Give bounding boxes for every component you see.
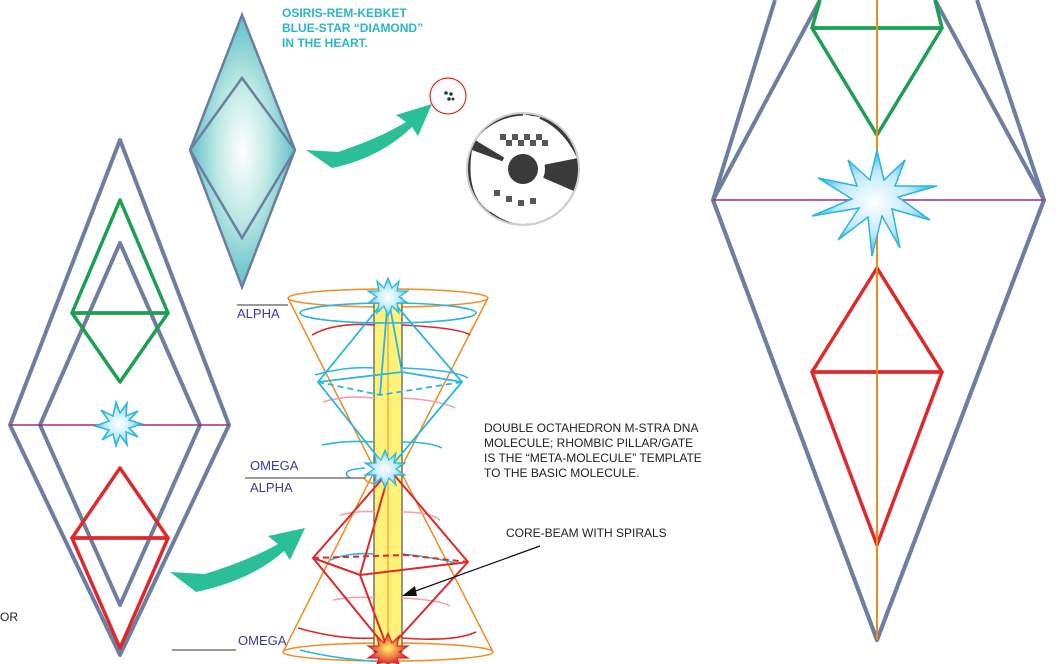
center-pillar [283,278,493,664]
heart-diamond [190,15,295,287]
omega-bottom-label: OMEGA [238,633,287,648]
heart-title-line-1: OSIRIS-REM-KEBKET [282,6,407,20]
core-beam-pointer-arrowhead-icon [402,586,417,596]
description-line-4: TO THE BASIC MOLECULE. [484,466,640,480]
description-text: DOUBLE OCTAHEDRON M-STRA DNA MOLECULE; R… [484,421,705,480]
bottom-arrow-icon [170,528,305,592]
left-center-star-icon [95,402,142,446]
core-beam-pointer [410,546,540,593]
description-line-3: IS THE “META-MOLECULE” TEMPLATE [484,451,702,465]
heart-title: OSIRIS-REM-KEBKET BLUE-STAR “DIAMOND” IN… [282,6,426,50]
cut-left-text: OR [0,610,18,624]
omega-mid-label: OMEGA [250,458,299,473]
alpha-top-label: ALPHA [237,306,280,321]
right-octahedron [713,0,1044,640]
left-red-triangle-down [72,538,168,648]
core-beam-label: CORE-BEAM WITH SPIRALS [506,526,667,540]
description-line-2: MOLECULE; RHOMBIC PILLAR/GATE [484,436,693,450]
heart-title-line-2: BLUE-STAR “DIAMOND” [282,21,423,35]
diamond-outer [190,15,295,287]
alpha-mid-label: ALPHA [250,480,293,495]
right-center-star-icon [812,150,937,256]
small-circle-icon [430,78,466,114]
heart-title-line-3: IN THE HEART. [282,36,368,50]
left-green-triangle-up [72,200,168,313]
top-arrow-icon [306,104,432,168]
swirl-disc-icon [467,113,581,225]
description-line-1: DOUBLE OCTAHEDRON M-STRA DNA [484,421,698,435]
